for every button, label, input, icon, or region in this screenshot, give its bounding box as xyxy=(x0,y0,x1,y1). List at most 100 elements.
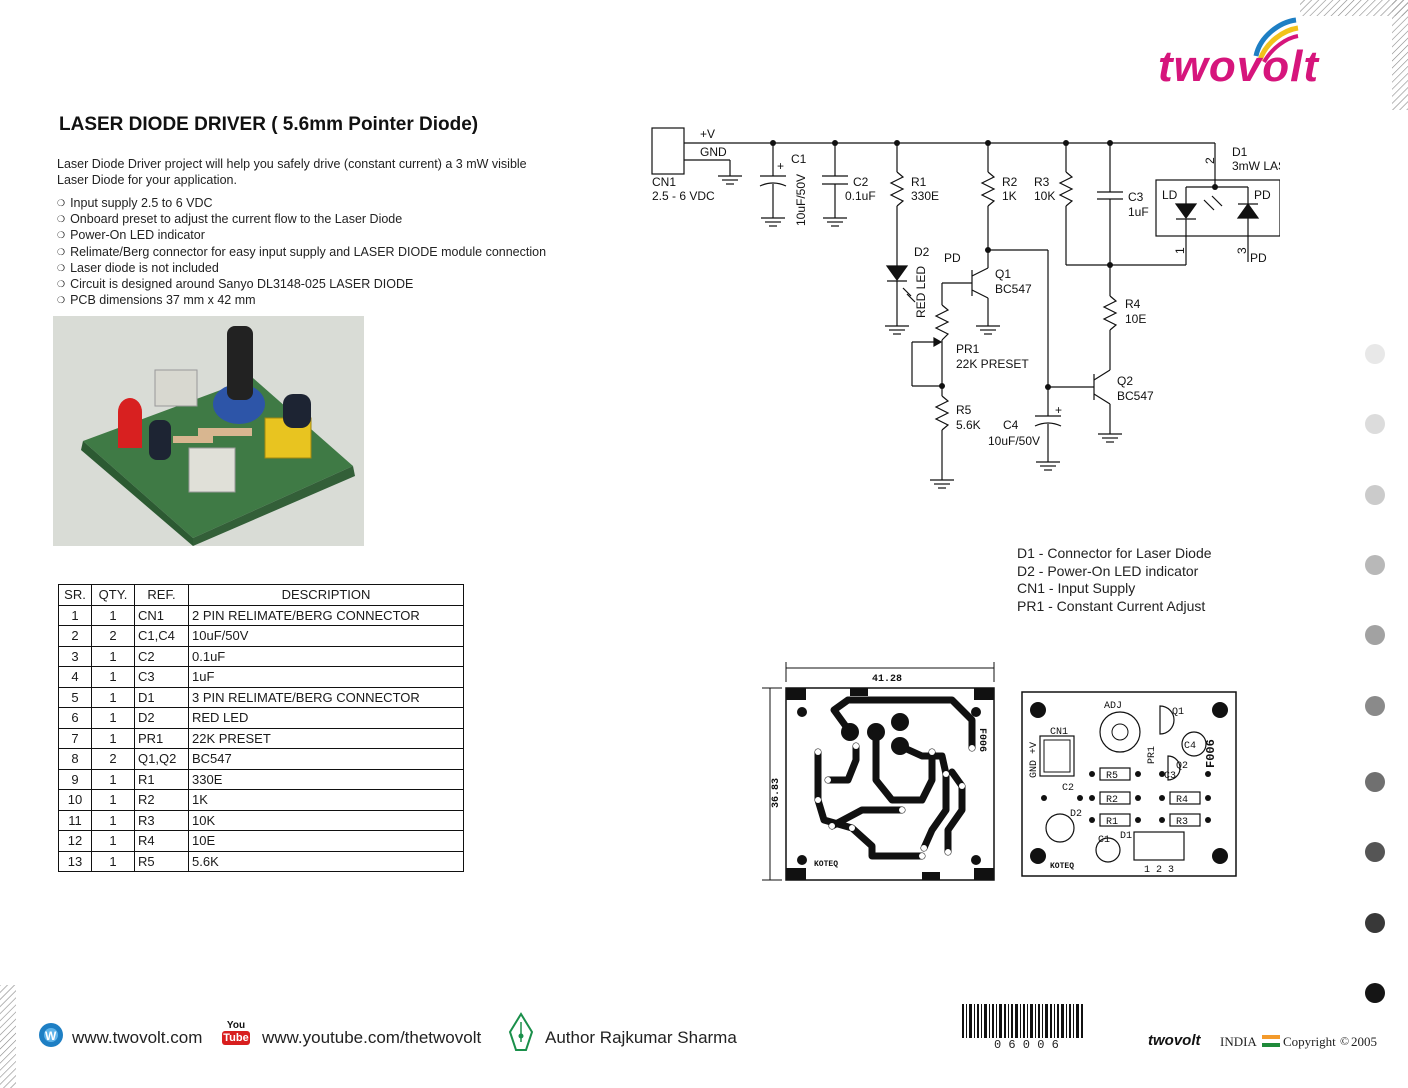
cell-desc: 0.1uF xyxy=(188,645,464,667)
cell-ref: C2 xyxy=(134,645,189,667)
cell-desc: 2 PIN RELIMATE/BERG CONNECTOR xyxy=(188,604,464,626)
cell-ref: CN1 xyxy=(134,604,189,626)
label-pin1: 1 xyxy=(1173,247,1187,254)
label-q1: Q1 xyxy=(995,267,1011,281)
label-ld: LD xyxy=(1162,188,1178,202)
cell-sr: 5 xyxy=(58,686,92,708)
cell-desc: 22K PRESET xyxy=(188,727,464,749)
label-c3: C3 xyxy=(1128,190,1144,204)
silk-c1: C1 xyxy=(1098,835,1110,846)
copyright-year: 2005 xyxy=(1351,1034,1377,1049)
label-pr1-val: 22K PRESET xyxy=(956,357,1029,371)
label-c2-val: 0.1uF xyxy=(845,189,876,203)
decor-dot xyxy=(1365,696,1385,716)
koteq-mark: KOTEQ xyxy=(814,860,838,869)
cell-desc: 10K xyxy=(188,809,464,831)
cell-ref: D2 xyxy=(134,707,189,729)
feature-item: Circuit is designed around Sanyo DL3148-… xyxy=(57,277,546,293)
logo-text: twovolt xyxy=(1158,42,1319,91)
cell-ref: PR1 xyxy=(134,727,189,749)
page-title: LASER DIODE DRIVER ( 5.6mm Pointer Diode… xyxy=(59,114,479,135)
cell-sr: 8 xyxy=(58,748,92,770)
cell-sr: 7 xyxy=(58,727,92,749)
silk-d2: D2 xyxy=(1070,809,1082,820)
decor-dot xyxy=(1365,772,1385,792)
cell-qty: 1 xyxy=(91,686,135,708)
pcb-top-layout: ADJ Q1 CN1 GND +V PR1 C4 F006 Q2 R5 C3 C… xyxy=(1021,691,1237,877)
header-description: DESCRIPTION xyxy=(188,584,464,606)
label-gnd: GND xyxy=(700,145,727,159)
label-c4: C4 xyxy=(1003,418,1019,432)
label-pin3: 3 xyxy=(1235,247,1249,254)
cell-desc: 1uF xyxy=(188,666,464,688)
decor-dot xyxy=(1365,344,1385,364)
cell-sr: 12 xyxy=(58,830,92,852)
pcb-code-bottom: F006 xyxy=(976,728,987,752)
cell-ref: R2 xyxy=(134,789,189,811)
silk-r3: R3 xyxy=(1176,817,1188,828)
decor-dot xyxy=(1365,913,1385,933)
label-pd-in: PD xyxy=(1254,188,1271,202)
copyright-text: Copyright xyxy=(1283,1034,1336,1049)
header-qty: QTY. xyxy=(91,584,135,606)
cell-ref: C1,C4 xyxy=(134,625,189,647)
label-d1-val: 3mW LASER DIODE xyxy=(1232,159,1280,173)
feature-item: Power-On LED indicator xyxy=(57,228,546,244)
note-item: D2 - Power-On LED indicator xyxy=(1017,562,1199,579)
cell-ref: D1 xyxy=(134,686,189,708)
silk-q2: Q2 xyxy=(1176,761,1188,772)
cell-desc: 5.6K xyxy=(188,850,464,872)
pcb-code-top: F006 xyxy=(1204,739,1218,768)
cell-ref: Q1,Q2 xyxy=(134,748,189,770)
cell-ref: R5 xyxy=(134,850,189,872)
cell-qty: 1 xyxy=(91,645,135,667)
cell-qty: 1 xyxy=(91,666,135,688)
label-r3: R3 xyxy=(1034,175,1050,189)
laser-diode-module xyxy=(1155,179,1280,237)
label-q1-val: BC547 xyxy=(995,282,1032,296)
header-ref: REF. xyxy=(134,584,189,606)
circuit-schematic: +V GND CN1 2.5 - 6 VDC C1 + 10uF/50V C2 … xyxy=(651,127,1280,489)
cell-desc: 3 PIN RELIMATE/BERG CONNECTOR xyxy=(188,686,464,708)
cell-desc: BC547 xyxy=(188,748,464,770)
youtube-link[interactable]: www.youtube.com/thetwovolt xyxy=(262,1028,482,1047)
label-cn1: CN1 xyxy=(652,175,676,189)
note-item: CN1 - Input Supply xyxy=(1017,580,1136,596)
cell-ref: R1 xyxy=(134,768,189,790)
cell-sr: 11 xyxy=(58,809,92,831)
website-link[interactable]: www.twovolt.com xyxy=(72,1028,203,1047)
cell-desc: 1K xyxy=(188,789,464,811)
feature-item: Input supply 2.5 to 6 VDC xyxy=(57,196,546,212)
cell-sr: 13 xyxy=(58,850,92,872)
cell-desc: RED LED xyxy=(188,707,464,729)
youtube-icon-bottom: Tube xyxy=(222,1031,250,1045)
cell-qty: 1 xyxy=(91,830,135,852)
silk-adj: ADJ xyxy=(1104,701,1122,712)
silk-cn1: CN1 xyxy=(1050,727,1068,738)
decor-dot xyxy=(1365,485,1385,505)
svg-text:W: W xyxy=(45,1029,57,1043)
copyright-icon: © xyxy=(1340,1034,1350,1048)
label-d2: D2 xyxy=(914,245,930,259)
label-r4: R4 xyxy=(1125,297,1141,311)
label-r2-val: 1K xyxy=(1002,189,1017,203)
decor-dot xyxy=(1365,842,1385,862)
feature-item: Relimate/Berg connector for easy input s… xyxy=(57,245,546,261)
label-c3-val: 1uF xyxy=(1128,205,1149,219)
table-header-row: SR. QTY. REF. DESCRIPTION xyxy=(58,584,464,606)
youtube-icon: You Tube xyxy=(222,1020,250,1050)
silk-r1: R1 xyxy=(1106,817,1118,828)
barcode xyxy=(962,1004,1083,1038)
cell-sr: 2 xyxy=(58,625,92,647)
cell-desc: 10E xyxy=(188,830,464,852)
label-c1-val: 10uF/50V xyxy=(794,174,808,226)
corner-hatch-top-right xyxy=(1300,0,1408,110)
silk-r4: R4 xyxy=(1176,795,1188,806)
